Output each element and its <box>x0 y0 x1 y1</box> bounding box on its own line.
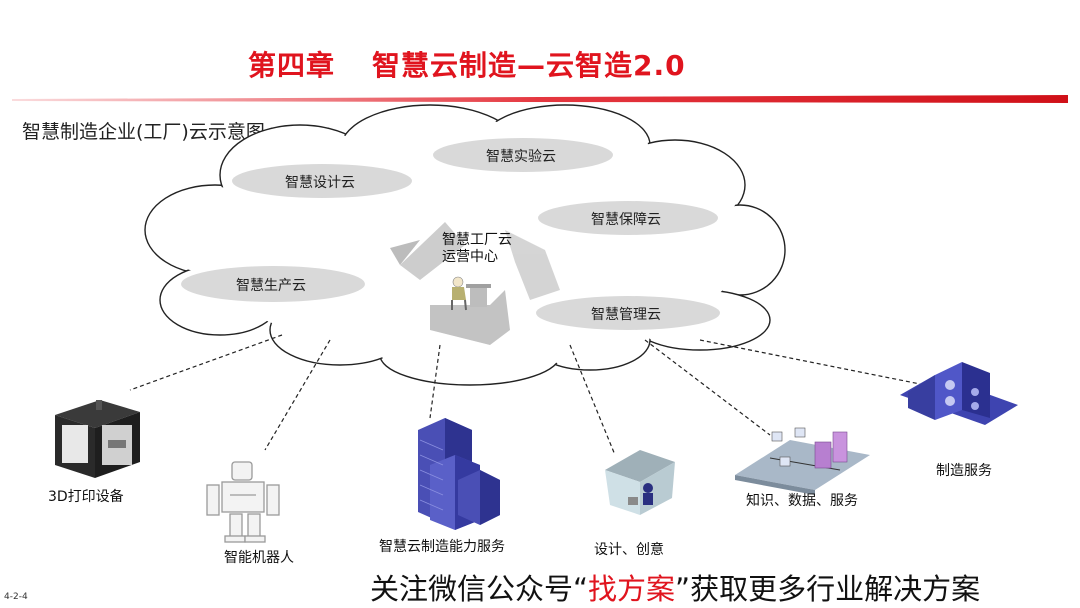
page-number: 4-2-4 <box>4 592 28 602</box>
footer-post: ”获取更多行业解决方案 <box>675 572 981 606</box>
node-label-knowledge: 知识、数据、服务 <box>746 493 858 509</box>
node-label-3d-printer: 3D打印设备 <box>48 489 124 505</box>
factory-icon: Manufacture <box>900 362 1018 452</box>
cloud-label-management: 智慧管理云 <box>591 307 661 323</box>
footer-banner: 关注微信公众号“找方案”获取更多行业解决方案 <box>370 566 980 608</box>
cloud-ellipse-production <box>181 266 365 302</box>
connector-knowledge <box>644 339 771 436</box>
node-label-design: 设计、创意 <box>594 542 664 558</box>
cloud-label-production: 智慧生产云 <box>236 278 306 294</box>
center-label-line2: 运营中心 <box>442 249 498 265</box>
slide-title: 第四章 智慧云制造—云智造2.0 <box>0 44 1080 84</box>
house-icon <box>605 450 675 515</box>
cloud-ellipse-design <box>232 164 412 198</box>
connector-robot <box>264 339 331 451</box>
title-divider <box>12 95 1068 103</box>
connector-design <box>569 344 616 456</box>
cloud-label-support: 智慧保障云 <box>591 212 661 228</box>
node-label-manufacture: 制造服务 <box>936 463 992 479</box>
robot-icon <box>206 461 280 543</box>
cloud-ellipse-management <box>536 296 720 330</box>
operator-icon <box>451 276 491 311</box>
network-icon <box>735 427 870 495</box>
diagram-subtitle: 智慧制造企业(工厂)云示意图 <box>22 121 265 143</box>
3d-printer-icon <box>55 400 140 478</box>
chapter-label: 第四章 <box>248 49 336 82</box>
connector-3d-printer <box>129 334 283 391</box>
footer-highlight: 找方案 <box>588 572 676 606</box>
chapter-title: 智慧云制造—云智造2.0 <box>372 49 686 82</box>
center-label-line1: 智慧工厂云 <box>442 232 512 248</box>
cloud-ellipse-support <box>538 201 718 235</box>
node-label-capability: 智慧云制造能力服务 <box>379 539 505 555</box>
connector-capability <box>429 344 441 419</box>
cycle-arrows-icon <box>390 222 560 345</box>
building-icon <box>418 418 500 530</box>
cloud-ellipse-experiment <box>433 138 613 172</box>
cloud-label-design: 智慧设计云 <box>285 175 355 191</box>
cloud-label-experiment: 智慧实验云 <box>486 149 556 165</box>
factory-sign: Manufacture <box>966 434 1005 453</box>
footer-pre: 关注微信公众号“ <box>370 572 589 606</box>
connector-manufacture <box>699 339 926 386</box>
node-label-robot: 智能机器人 <box>224 550 294 566</box>
